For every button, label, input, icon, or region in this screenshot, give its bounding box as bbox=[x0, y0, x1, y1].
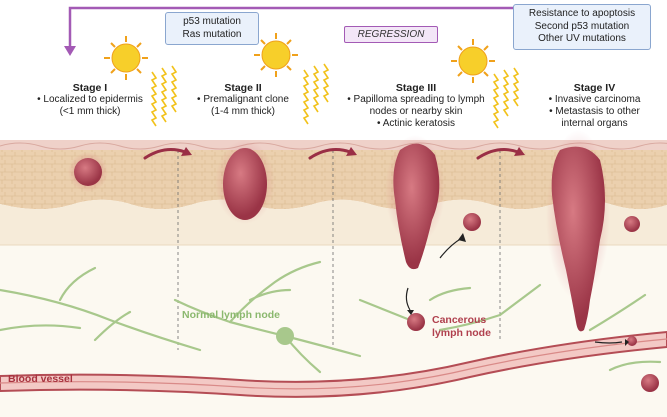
stage-1-line: • Localized to epidermis bbox=[37, 94, 143, 105]
stage-4-caption: Stage IV • Invasive carcinoma • Metastas… bbox=[527, 82, 662, 130]
stage-4-line: internal organs bbox=[561, 118, 628, 129]
regression-label: REGRESSION bbox=[344, 26, 438, 43]
mutation-box-p53-ras: p53 mutation Ras mutation bbox=[165, 12, 259, 45]
regression-arrow bbox=[68, 6, 535, 48]
mutation-box-1-line: p53 mutation bbox=[183, 16, 241, 27]
cancerous-lymph-node-label-line: Cancerous bbox=[432, 314, 487, 326]
mutation-box-2-line: Other UV mutations bbox=[538, 33, 626, 44]
stage-3-line: nodes or nearby skin bbox=[369, 106, 463, 117]
stage-1-title: Stage I bbox=[72, 82, 108, 94]
mutation-box-2-line: Second p53 mutation bbox=[534, 20, 630, 32]
stage-dividers bbox=[177, 150, 501, 350]
stage-4-line: • Metastasis to other bbox=[549, 106, 640, 117]
stage4-tumor bbox=[546, 130, 659, 392]
stage-1-caption: Stage I • Localized to epidermis (<1 mm … bbox=[20, 82, 160, 118]
progression-arrow-icon bbox=[143, 148, 520, 160]
uv-ray-icon bbox=[150, 63, 520, 129]
stage-1-line: (<1 mm thick) bbox=[59, 106, 121, 117]
blood-vessel bbox=[0, 330, 667, 398]
stage-3-caption: Stage III • Papilloma spreading to lymph… bbox=[336, 82, 496, 130]
stage-3-line: • Actinic keratosis bbox=[377, 118, 455, 129]
blood-vessel-label: Blood vessel bbox=[8, 373, 73, 385]
stage-2-title: Stage II bbox=[224, 82, 262, 94]
stage1-tumor bbox=[68, 152, 108, 192]
stage-4-line: • Invasive carcinoma bbox=[548, 94, 641, 105]
stage3-tumor bbox=[385, 135, 481, 331]
stage-2-line: • Premalignant clone bbox=[197, 94, 289, 105]
normal-lymph-node-icon bbox=[276, 327, 294, 345]
cancerous-lymph-node-label-line: lymph node bbox=[432, 327, 491, 339]
stage2-tumor bbox=[215, 140, 275, 224]
mutation-box-1-line: Ras mutation bbox=[182, 28, 242, 40]
stage-4-title: Stage IV bbox=[573, 82, 616, 94]
lymph-vessels bbox=[0, 260, 662, 374]
mutation-box-apoptosis: Resistance to apoptosis Second p53 mutat… bbox=[513, 4, 651, 50]
stage-2-caption: Stage II • Premalignant clone (1-4 mm th… bbox=[178, 82, 308, 118]
stage-3-line: • Papilloma spreading to lymph bbox=[347, 94, 485, 105]
stage-3-title: Stage III bbox=[395, 82, 437, 94]
normal-lymph-node-label: Normal lymph node bbox=[182, 309, 281, 321]
mutation-box-2-line: Resistance to apoptosis bbox=[528, 8, 636, 19]
stage-2-line: (1-4 mm thick) bbox=[211, 106, 275, 117]
cancerous-lymph-node-label: Cancerous lymph node bbox=[432, 314, 491, 340]
sun-icon bbox=[104, 33, 495, 83]
cancerous-lymph-node-icon bbox=[407, 313, 425, 331]
